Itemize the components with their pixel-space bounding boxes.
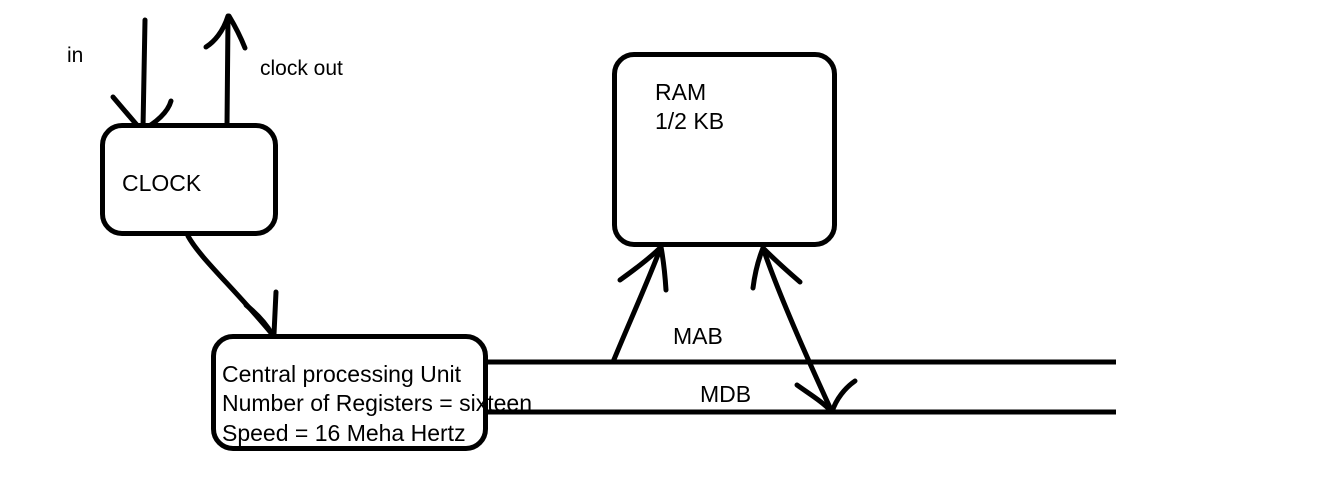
clock-to-cpu-arrow bbox=[185, 233, 279, 337]
label-in: in bbox=[67, 44, 84, 67]
node-clock-label: CLOCK bbox=[122, 170, 202, 196]
node-ram-line-1: RAM bbox=[655, 79, 707, 105]
node-clock[interactable] bbox=[100, 123, 278, 236]
ram-to-mdb-arrow bbox=[750, 245, 858, 415]
node-cpu-line-2: Number of Registers = sixteen bbox=[222, 390, 532, 417]
node-ram[interactable] bbox=[612, 52, 837, 247]
node-ram-line-2: 1/2 KB bbox=[655, 108, 725, 135]
label-mdb: MDB bbox=[700, 381, 752, 407]
mab-to-ram-arrow bbox=[610, 244, 669, 365]
label-clock-out: clock out bbox=[260, 57, 343, 80]
node-cpu-label: Central processing Unit Number of Regist… bbox=[222, 360, 532, 448]
node-cpu[interactable] bbox=[211, 334, 488, 451]
node-cpu-line-3: Speed = 16 Meha Hertz bbox=[222, 419, 466, 446]
node-ram-label: RAM 1/2 KB bbox=[655, 78, 724, 137]
node-cpu-line-1: Central processing Unit bbox=[222, 361, 462, 387]
label-mab: MAB bbox=[673, 323, 723, 349]
in-arrow bbox=[110, 17, 174, 134]
clock-out-arrow bbox=[203, 13, 248, 129]
